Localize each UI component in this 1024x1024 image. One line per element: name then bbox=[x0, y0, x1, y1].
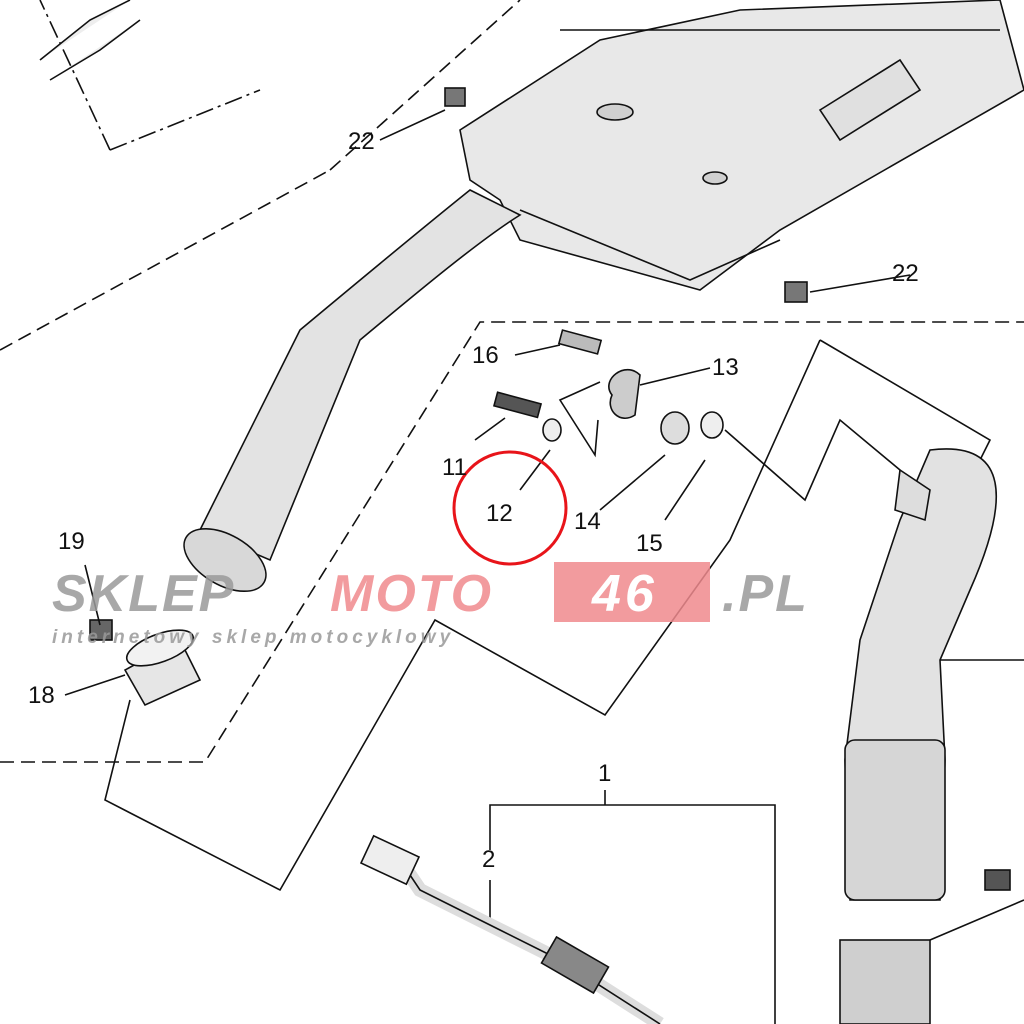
callout-22: 22 bbox=[892, 260, 919, 287]
watermark-tagline: internetowy sklep motocyklowy bbox=[52, 627, 455, 648]
callout-13: 13 bbox=[712, 354, 739, 381]
callout-16: 16 bbox=[472, 342, 499, 369]
callout-11: 11 bbox=[442, 454, 467, 481]
callout-2: 2 bbox=[482, 846, 496, 873]
watermark-brand-moto: MOTO bbox=[330, 565, 494, 623]
callout-19: 19 bbox=[58, 528, 85, 555]
callout-18: 18 bbox=[28, 682, 55, 709]
callout-12[interactable]: 12 bbox=[486, 500, 513, 527]
dashed-boundary-inner bbox=[0, 321, 1024, 763]
callout-14: 14 bbox=[574, 508, 601, 535]
watermark-red-box bbox=[554, 562, 710, 622]
dashed-boundary bbox=[0, 0, 521, 351]
callout-22: 22 bbox=[348, 128, 375, 155]
muffler-shape bbox=[459, 0, 1024, 291]
watermark-brand-sklep: SKLEP bbox=[52, 565, 236, 623]
callout-15: 15 bbox=[636, 530, 663, 557]
watermark-brand-46: 46 bbox=[592, 565, 658, 623]
highlight-circle bbox=[452, 450, 568, 566]
callout-1: 1 bbox=[598, 760, 612, 787]
watermark-brand-tld: .PL bbox=[722, 565, 809, 623]
